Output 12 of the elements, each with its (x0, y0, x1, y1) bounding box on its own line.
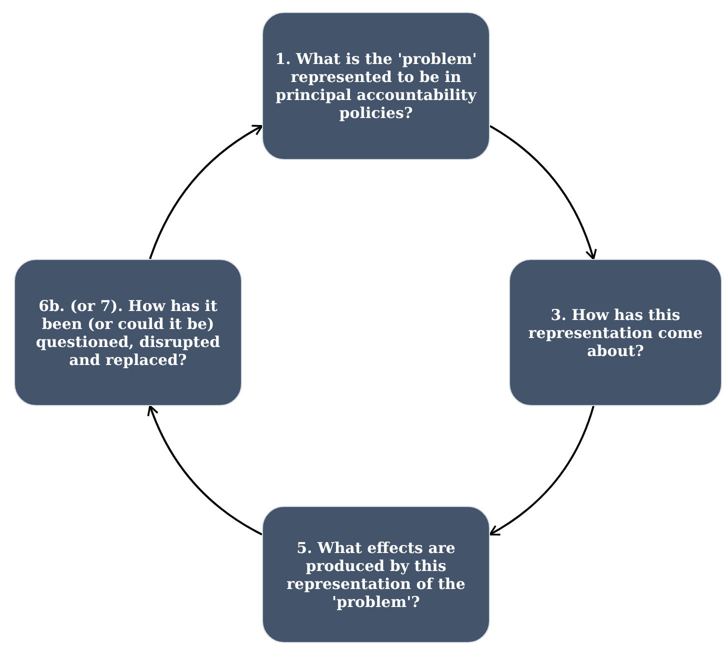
question-text: 1. What is the 'problem' represented to be in principal accountability policies? (275, 50, 477, 122)
curved-arrow (489, 125, 597, 260)
curved-arrow (148, 405, 262, 536)
question-box (509, 259, 722, 406)
question-text: 3. How has this representation come about? (527, 306, 704, 360)
question-box (262, 506, 490, 643)
question-text: 5. What effects are produced by this representation of the 'problem'? (286, 538, 466, 610)
question-box (262, 12, 490, 160)
curved-arrow (149, 125, 263, 260)
question-text: 6b. (or 7). How has it been (or could it be) questioned, disrupted and replaced? (34, 296, 222, 368)
curved-arrow (489, 406, 594, 536)
question-box (14, 259, 242, 406)
